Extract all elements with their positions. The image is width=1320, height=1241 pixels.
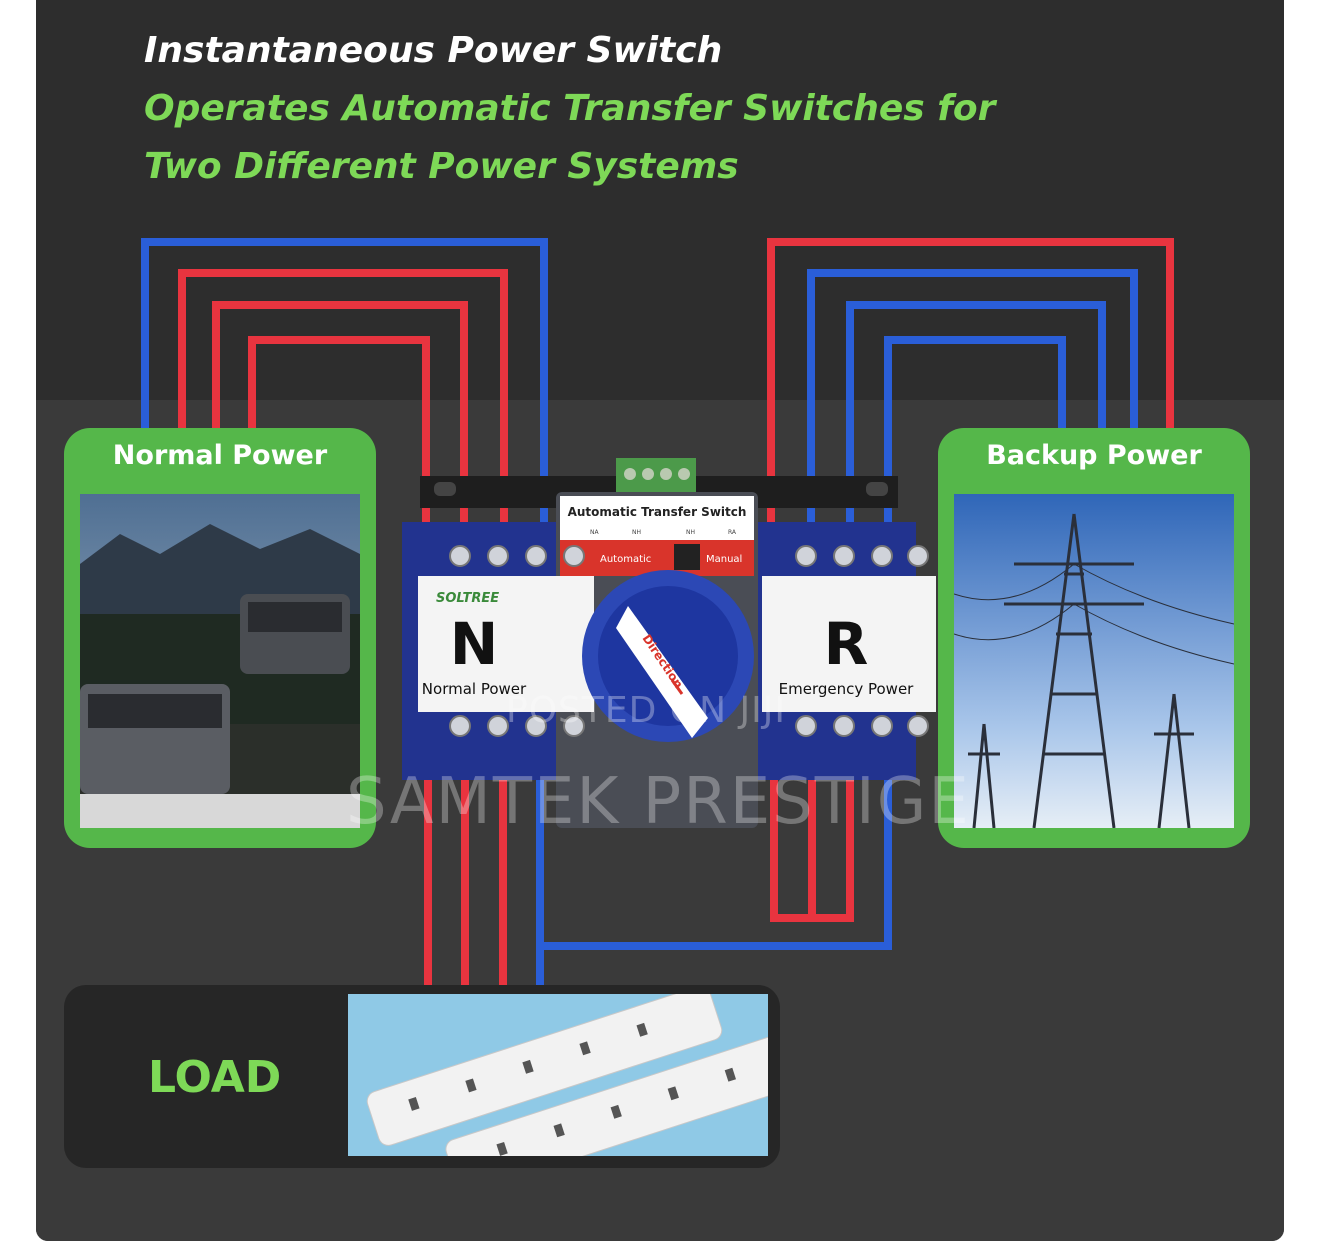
normal-power-caption: Normal Power — [422, 680, 527, 698]
transmission-tower-image — [954, 494, 1234, 828]
letter-n: N — [450, 610, 499, 678]
wire-left-red-top-2 — [212, 301, 468, 555]
backup-power-card: Backup Power — [938, 428, 1250, 848]
load-label: LOAD — [148, 1052, 282, 1103]
watermark-brand: SAMTEK PRESTIGE — [346, 765, 971, 839]
transfer-switch-device: Automatic Transfer Switch NA NH NH RA Au… — [402, 458, 936, 828]
normal-power-title: Normal Power — [112, 440, 328, 471]
knob-handle — [616, 606, 708, 738]
mode-manual-label: Manual — [706, 554, 742, 565]
diagram-panel: Instantaneous Power Switch Operates Auto… — [36, 0, 1284, 1241]
power-strip-image — [348, 994, 768, 1156]
letter-r: R — [824, 610, 869, 678]
heading-subtitle-line2: Two Different Power Systems — [144, 146, 739, 187]
switch-top-label: Automatic Transfer Switch — [568, 505, 747, 519]
backup-power-title: Backup Power — [986, 440, 1202, 471]
wire-left-blue-top — [141, 238, 548, 555]
wire-left-red-top-3 — [248, 336, 430, 555]
right-faceplate — [762, 576, 936, 712]
wiring-diagram — [141, 238, 1174, 985]
heading-subtitle-line1: Operates Automatic Transfer Switches for — [144, 88, 996, 129]
power-station-photo — [80, 494, 360, 828]
wire-left-red-top-1 — [178, 269, 508, 555]
heading-title: Instantaneous Power Switch — [144, 30, 723, 71]
indicator-nh-2: NH — [686, 529, 695, 536]
brand-logo: SOLTREE — [436, 591, 499, 606]
power-station-image — [80, 494, 360, 828]
left-faceplate — [418, 576, 594, 712]
indicator-na: NA — [590, 529, 599, 536]
wire-right-blue-top-3 — [884, 336, 1066, 555]
power-lines-photo — [954, 494, 1234, 828]
normal-power-card: Normal Power — [64, 428, 376, 848]
mode-automatic-label: Automatic — [600, 554, 651, 565]
indicator-ra: RA — [728, 529, 737, 536]
indicator-nh: NH — [632, 529, 641, 536]
emergency-power-caption: Emergency Power — [779, 680, 915, 698]
wire-right-blue-top-1 — [807, 269, 1138, 555]
wire-right-red-top — [767, 238, 1174, 555]
wire-right-blue-top-2 — [846, 301, 1106, 555]
watermark-posted: POSTED ON JIJI — [506, 690, 786, 731]
